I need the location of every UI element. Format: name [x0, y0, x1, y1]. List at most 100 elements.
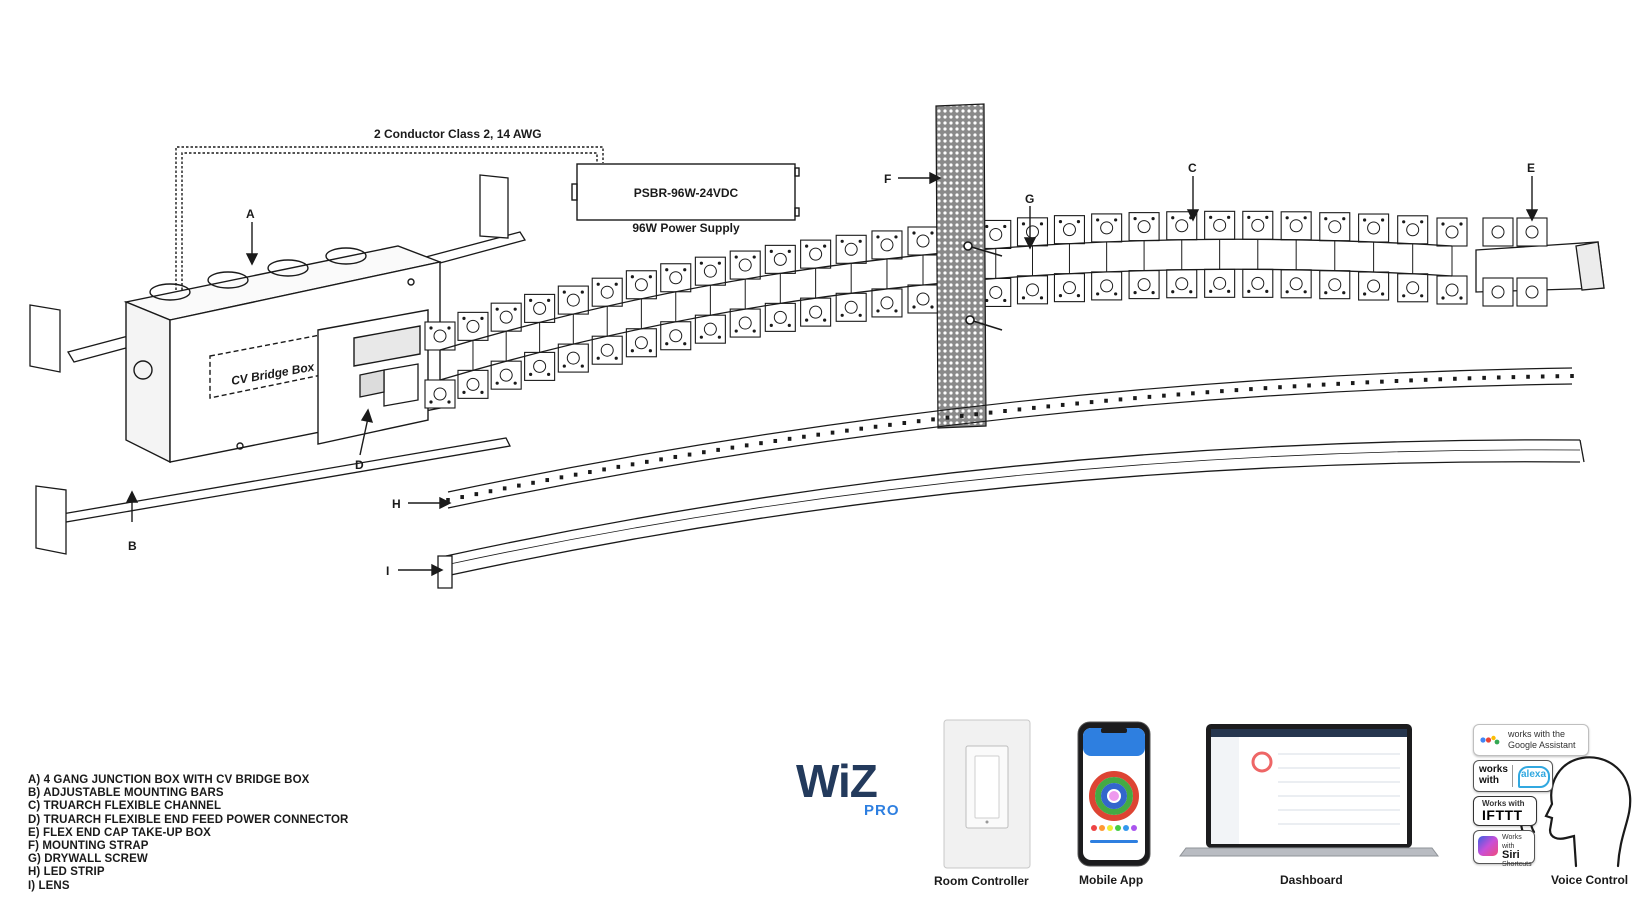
channel-segment [524, 293, 556, 381]
wire-label: 2 Conductor Class 2, 14 AWG [374, 127, 542, 141]
channel-segment [625, 270, 657, 358]
mobile-app-caption: Mobile App [1079, 873, 1144, 887]
channel-segment [1242, 210, 1274, 298]
led-chip [1511, 375, 1516, 380]
channel-segment [1204, 210, 1236, 298]
led-chip [1263, 386, 1268, 391]
led-chip [1467, 376, 1472, 381]
led-chip [1060, 402, 1065, 407]
callout-e: E [1527, 161, 1535, 175]
dashboard-caption: Dashboard [1280, 873, 1343, 887]
led-chip [1540, 374, 1545, 379]
wiz-wordmark: WiZ [796, 755, 878, 807]
channel-segment [1436, 217, 1468, 305]
room-controller-caption: Room Controller [934, 874, 1029, 888]
led-chip [1365, 380, 1370, 385]
led-chip [1496, 375, 1501, 380]
led-chip [474, 492, 479, 497]
led-chip [974, 412, 978, 417]
led-chip [588, 470, 592, 475]
led-chip [687, 452, 692, 457]
end-cap-bracket [1516, 217, 1548, 247]
channel-segment [457, 311, 489, 399]
legend-item: F) MOUNTING STRAP [28, 840, 149, 853]
siri-brand: Siri [1502, 849, 1520, 861]
channel-segment [729, 250, 761, 338]
led-chip [673, 454, 678, 459]
channel-segment [907, 226, 939, 314]
led-chip [830, 430, 835, 435]
legend-item: B) ADJUSTABLE MOUNTING BARS [28, 787, 224, 800]
channel-rail-top [439, 238, 1453, 351]
mounting-bar-bottom [35, 437, 511, 555]
parts-legend: A) 4 GANG JUNCTION BOX WITH CV BRIDGE BO… [28, 774, 348, 893]
end-cap-brackets [1482, 217, 1548, 307]
voice-control-caption: Voice Control [1551, 873, 1629, 887]
ifttt-badge-line1: Works with [1482, 799, 1525, 808]
callout-h: H [392, 497, 401, 511]
legend-item: A) 4 GANG JUNCTION BOX WITH CV BRIDGE BO… [28, 774, 310, 786]
led-chip [816, 432, 821, 437]
led-chip [1176, 392, 1181, 397]
led-chip [1555, 374, 1560, 379]
led-chip [1409, 378, 1413, 383]
led-chip [988, 410, 993, 415]
led-chip [517, 483, 521, 488]
callout-d: D [355, 458, 364, 472]
channel-segment [1319, 212, 1351, 300]
led-chip [759, 441, 763, 446]
end-cap-bracket [1482, 217, 1514, 247]
channel-segment [490, 302, 522, 390]
led-chip [744, 443, 749, 448]
end-feed-connector [359, 363, 419, 407]
led-chip [602, 467, 606, 472]
end-cap-bracket [1516, 277, 1548, 307]
led-chip [559, 475, 564, 480]
channel-segment [764, 244, 796, 332]
led-chip [959, 413, 964, 418]
ifttt-badge: Works with IFTTT [1473, 796, 1537, 826]
channel-segment [1166, 211, 1198, 299]
legend-item: G) DRYWALL SCREW [28, 853, 148, 866]
channel-segment [1280, 211, 1312, 299]
channel-rail-bottom [439, 268, 1453, 381]
mounting-strap [935, 103, 987, 429]
channel-segment [557, 285, 589, 373]
led-chip [488, 489, 493, 494]
callout-arrows [125, 171, 1539, 577]
led-chip [1350, 381, 1355, 386]
led-chip [1292, 384, 1297, 389]
google-badge-line1: works with the [1508, 729, 1566, 739]
led-chip [802, 434, 806, 439]
legend-item: D) TRUARCH FLEXIBLE END FEED POWER CONNE… [28, 813, 349, 826]
led-chip [502, 486, 507, 491]
siri-badge-line1: Works with [1502, 834, 1522, 850]
lens [437, 439, 1585, 589]
callout-a: A [246, 207, 255, 221]
callout-c: C [1188, 161, 1197, 175]
junction-box [123, 245, 443, 464]
led-chip [716, 447, 720, 452]
callout-g: G [1025, 192, 1034, 206]
led-chip [1394, 379, 1399, 384]
led-chip [1307, 383, 1311, 388]
led-chip [916, 419, 921, 424]
led-chip [1336, 381, 1340, 386]
led-chip [1570, 374, 1574, 378]
alexa-badge-line1: works [1479, 764, 1508, 775]
power-supply [571, 163, 800, 221]
channel-segment [835, 234, 867, 322]
led-chip [1278, 385, 1282, 390]
led-chip [1220, 389, 1224, 394]
led-chip [859, 426, 864, 431]
channel-segment [1091, 213, 1123, 301]
led-chip [1075, 401, 1079, 406]
led-chip [1118, 397, 1123, 402]
led-chip [1205, 390, 1210, 395]
google-dots-icon [1480, 735, 1500, 745]
led-chip [644, 459, 649, 464]
led-chip [531, 480, 535, 485]
led-chip [931, 417, 935, 422]
channel-segment [591, 277, 623, 365]
led-chip [1249, 387, 1253, 392]
